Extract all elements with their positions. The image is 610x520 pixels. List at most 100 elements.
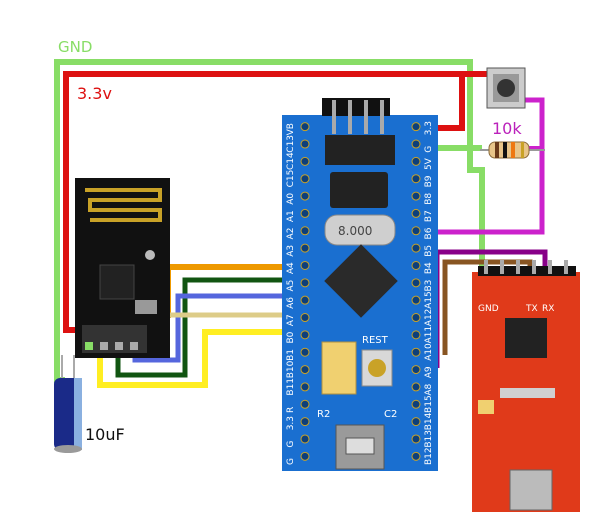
right-pin-19: 3.3 (424, 121, 434, 135)
crystal-label: 8.000 (338, 224, 372, 238)
right-pin-8: A12 (424, 309, 434, 327)
left-pin-15: A0 (286, 193, 296, 205)
yellow-wire (97, 329, 285, 388)
ftdi-tx-label: TX (525, 304, 538, 314)
v33-wire (63, 71, 465, 333)
left-pin-9: A6 (286, 297, 296, 309)
right-pin-hole-14 (411, 208, 421, 218)
r2-label: R2 (317, 409, 330, 420)
right-pin-hole-5 (411, 365, 421, 375)
left-pin-14: A1 (286, 210, 296, 222)
right-pin-hole-19 (411, 122, 421, 132)
left-pin-3: R (286, 407, 296, 413)
right-pin-hole-4 (411, 382, 421, 392)
gnd-label: GND (58, 38, 92, 56)
right-pin-hole-0 (411, 451, 421, 461)
right-pin-hole-16 (411, 174, 421, 184)
left-pin-19: VB (286, 123, 296, 135)
right-pin-hole-12 (411, 243, 421, 253)
ftdi-rx-label: RX (542, 304, 554, 314)
left-pin-13: A2 (286, 228, 296, 240)
magenta-wire (437, 97, 545, 235)
right-pin-12: B5 (424, 245, 434, 257)
left-pin-hole-2 (300, 417, 310, 427)
left-pin-hole-3 (300, 399, 310, 409)
left-pin-hole-0 (300, 451, 310, 461)
c2-label: C2 (384, 409, 397, 420)
left-pin-16: C15 (286, 170, 296, 188)
right-pin-14: B7 (424, 210, 434, 222)
left-pin-hole-5 (300, 365, 310, 375)
v33-label: 3.3v (77, 84, 112, 103)
right-pin-7: A11 (424, 326, 434, 344)
right-pin-hole-3 (411, 399, 421, 409)
left-pin-18: C13 (286, 135, 296, 153)
right-pin-hole-2 (411, 417, 421, 427)
right-pin-11: B4 (424, 262, 434, 274)
left-pin-hole-14 (300, 208, 310, 218)
right-pin-hole-11 (411, 260, 421, 270)
left-pin-hole-10 (300, 278, 310, 288)
rest-label: REST (362, 335, 389, 346)
left-pin-hole-11 (300, 260, 310, 270)
left-pin-hole-9 (300, 295, 310, 305)
right-pin-13: B6 (424, 227, 434, 239)
right-pin-hole-9 (411, 295, 421, 305)
right-pin-15: B8 (424, 193, 434, 205)
left-pin-hole-7 (300, 330, 310, 340)
left-pin-7: B0 (286, 331, 296, 343)
right-pin-0: B12 (424, 447, 434, 465)
capacitor-10uf (54, 355, 82, 453)
right-pin-hole-10 (411, 278, 421, 288)
right-pin-hole-15 (411, 191, 421, 201)
right-pin-10: B3 (424, 280, 434, 292)
left-pin-hole-6 (300, 347, 310, 357)
left-pin-labels: GG3.3RB11B10B1B0A7A6A5A4A3A2A1A0C15C14C1… (286, 122, 310, 465)
left-pin-hole-4 (300, 382, 310, 392)
reset-pushbutton (486, 67, 526, 109)
right-pin-hole-13 (411, 226, 421, 236)
right-pin-hole-1 (411, 434, 421, 444)
ftdi-board: GND TX RX (472, 260, 580, 512)
right-pin-18: G (424, 146, 434, 153)
left-pin-2: 3.3 (286, 416, 296, 430)
ftdi-gnd-label: GND (478, 304, 499, 314)
left-pin-hole-17 (300, 156, 310, 166)
right-pin-hole-6 (411, 347, 421, 357)
header-pins (322, 98, 390, 134)
right-pin-9: A15 (424, 291, 434, 309)
right-pin-5: A9 (424, 366, 434, 378)
left-pin-hole-19 (300, 122, 310, 132)
left-pin-12: A3 (286, 245, 296, 257)
left-pin-5: B10 (286, 360, 296, 378)
right-pin-hole-17 (411, 156, 421, 166)
resistor-label: 10k (492, 119, 522, 138)
resistor-10k (480, 141, 545, 159)
right-pin-2: B14 (424, 412, 434, 430)
left-pin-10: A5 (286, 280, 296, 292)
right-pin-hole-8 (411, 313, 421, 323)
right-pin-6: A10 (424, 343, 434, 361)
left-pin-11: A4 (286, 262, 296, 274)
right-pin-hole-18 (411, 139, 421, 149)
left-pin-0: G (286, 458, 296, 465)
left-pin-6: B1 (286, 349, 296, 361)
capacitor-label: 10uF (85, 425, 125, 444)
right-pin-16: B9 (424, 175, 434, 187)
right-pin-17: 5V (424, 157, 434, 170)
bluepill-board: 8.000 REST R2 C2 GG3.3RB11B10B1B0A7A6A5A… (282, 98, 438, 471)
nrf24-module (75, 178, 170, 358)
left-pin-hole-16 (300, 174, 310, 184)
left-pin-1: G (286, 441, 296, 448)
left-pin-hole-15 (300, 191, 310, 201)
left-pin-hole-12 (300, 243, 310, 253)
left-pin-4: B11 (286, 378, 296, 396)
left-pin-hole-18 (300, 139, 310, 149)
left-pin-hole-13 (300, 226, 310, 236)
right-pin-labels: B12B13B14B15A8A9A10A11A12A15B3B4B5B6B7B8… (411, 121, 434, 465)
left-pin-hole-8 (300, 313, 310, 323)
darkgreen-wire (115, 277, 285, 378)
right-pin-4: A8 (424, 383, 434, 395)
left-pin-hole-1 (300, 434, 310, 444)
